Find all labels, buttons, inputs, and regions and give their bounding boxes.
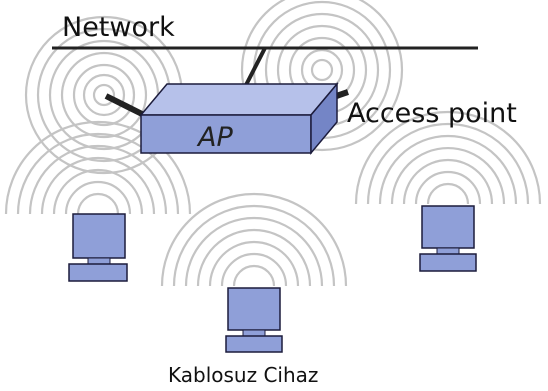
radio-wave-arc (378, 134, 518, 205)
computer-base-icon (68, 263, 128, 282)
device-center (225, 287, 283, 353)
device-label: Kablosuz Cihaz (168, 363, 318, 387)
ap-box-top (139, 83, 339, 116)
radio-wave-arc (310, 58, 334, 82)
radio-wave-arc (28, 144, 168, 215)
radio-wave-arc (92, 83, 116, 107)
device-right (419, 205, 477, 272)
computer-monitor-icon (421, 205, 475, 249)
center-device-waves (160, 192, 348, 287)
radio-wave-arc (414, 170, 482, 205)
computer-base-icon (419, 253, 477, 272)
computer-monitor-icon (72, 213, 126, 259)
computer-base-icon (225, 335, 283, 353)
radio-wave-arc (172, 204, 336, 287)
radio-wave-arc (76, 192, 120, 215)
right-device-waves (354, 110, 542, 205)
radio-wave-arc (4, 120, 192, 215)
computer-monitor-icon (227, 287, 281, 331)
radio-wave-arc (390, 146, 506, 205)
uplink-cable (244, 47, 267, 86)
monitor-stand (87, 257, 111, 265)
radio-wave-arc (60, 51, 148, 139)
ap-box-side (310, 81, 338, 156)
radio-wave-arc (40, 156, 156, 215)
radio-wave-arc (426, 182, 470, 205)
radio-wave-arc (196, 228, 312, 287)
monitor-stand (242, 329, 266, 337)
radio-wave-arc (402, 158, 494, 205)
radio-wave-arc (82, 73, 126, 117)
access-point-label: Access point (347, 98, 517, 129)
device-left (68, 213, 128, 282)
radio-wave-arc (184, 216, 324, 287)
monitor-stand (436, 247, 460, 255)
radio-wave-arc (220, 252, 288, 287)
radio-wave-arc (366, 122, 530, 205)
radio-wave-arc (72, 63, 136, 127)
radio-wave-arc (16, 132, 180, 215)
access-point-box-icon: AP (139, 81, 339, 156)
network-label: Network (62, 12, 175, 43)
radio-wave-arc (232, 264, 276, 287)
ap-label: AP (196, 122, 233, 153)
radio-wave-arc (208, 240, 300, 287)
radio-wave-arc (160, 192, 348, 287)
radio-wave-arc (354, 110, 542, 205)
left-device-waves (4, 120, 192, 215)
radio-wave-arc (64, 180, 132, 215)
left-antenna-icon (104, 93, 150, 120)
radio-wave-arc (52, 168, 144, 215)
